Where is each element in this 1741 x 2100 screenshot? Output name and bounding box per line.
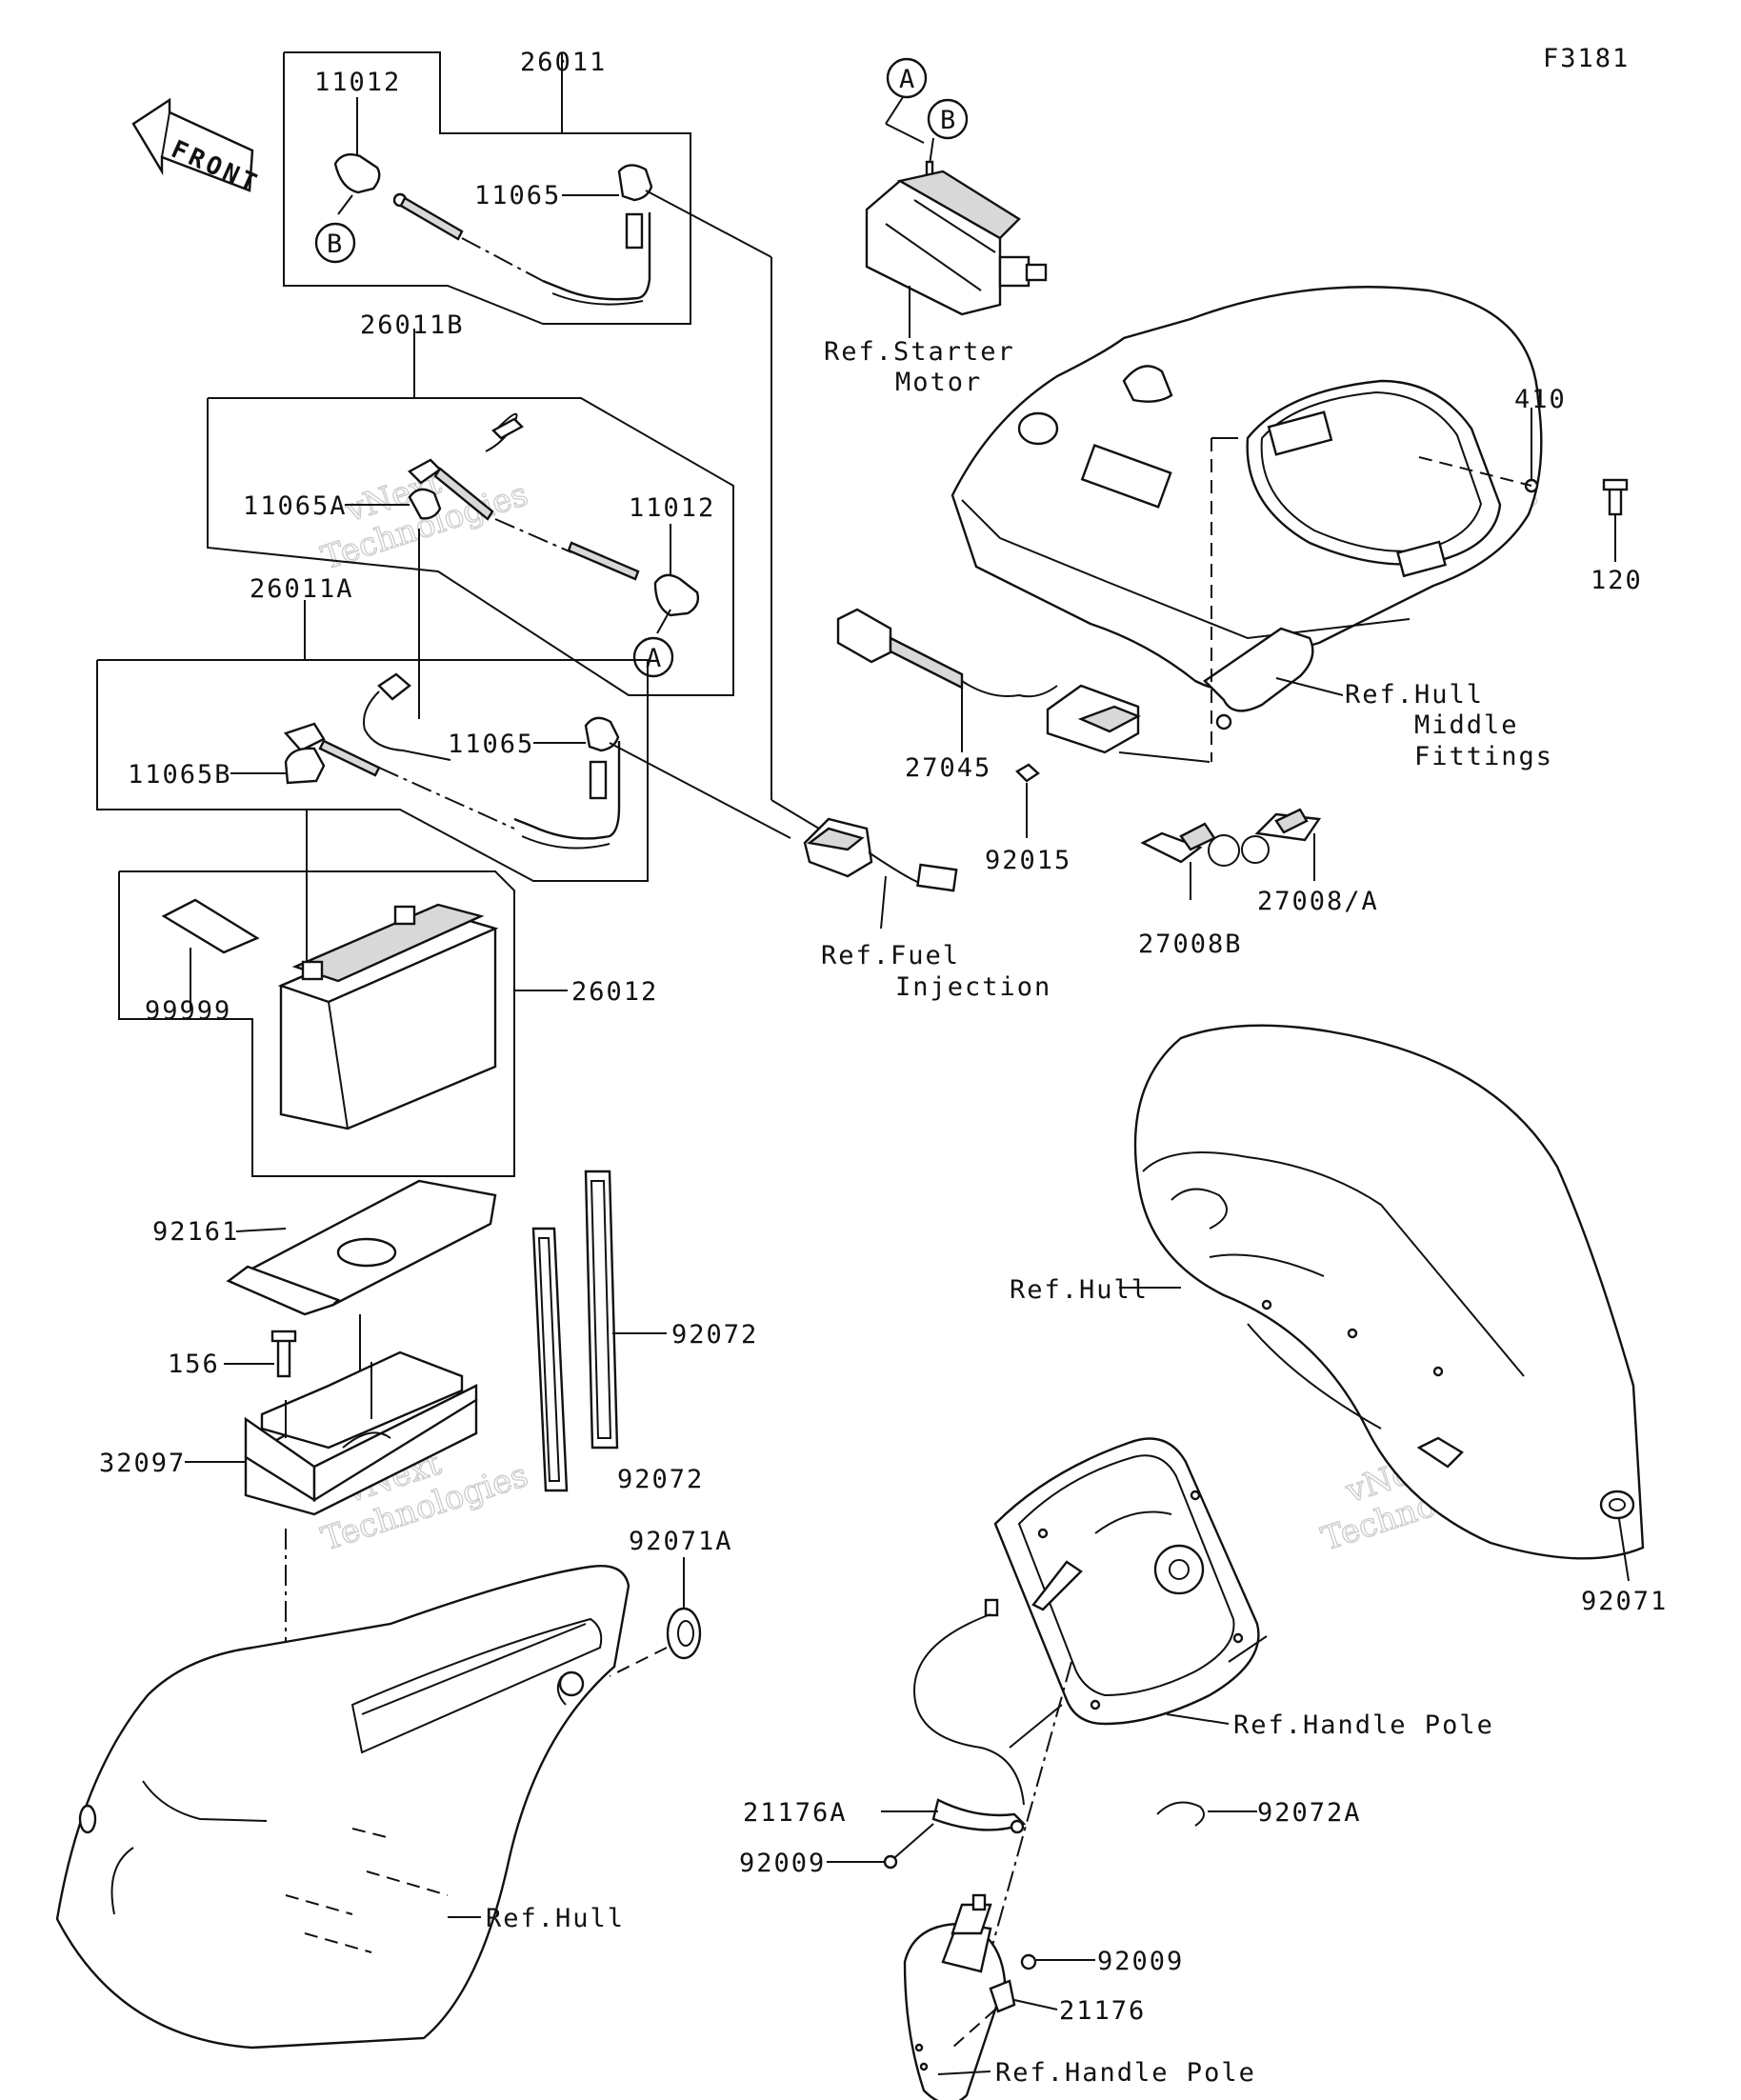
ref-label-hull-middle-3: Fittings: [1414, 742, 1553, 771]
hull-bottom-left: Ref.Hull 92071A: [55, 1527, 733, 2050]
part-label-92161: 92161: [152, 1217, 239, 1247]
part-label-11065A: 11065A: [243, 491, 348, 521]
part-label-27008A: 27008/A: [1257, 887, 1379, 916]
terminal-cap: [408, 488, 442, 520]
ref-label-hull-right: Ref.Hull: [1010, 1275, 1149, 1305]
hull-slot-marks: [285, 1828, 449, 1953]
part-label-21176A: 21176A: [743, 1798, 848, 1828]
battery-straps: 92072 92072: [531, 1170, 758, 1494]
grommet-92071: [1599, 1490, 1635, 1520]
part-label-32097: 32097: [99, 1449, 186, 1478]
clip-92072A: 92072A: [1156, 1798, 1362, 1828]
ref-label-fuel-injection-2: Injection: [895, 972, 1051, 1002]
part-label-11012-mid: 11012: [629, 493, 715, 523]
battery-plate: 92161: [152, 1179, 497, 1316]
cable-group-26011A: 26011A 11065 11065B: [96, 574, 791, 967]
ref-label-hull-bottom: Ref.Hull: [486, 1904, 625, 1933]
handle-pole-plate: Ref.Handle Pole: [993, 1437, 1494, 1740]
ref-label-B: B: [327, 230, 344, 259]
cable-group-26011B: 26011B 11065A 11012 A: [207, 310, 734, 719]
ref-label-handle-pole-a: Ref.Handle Pole: [1233, 1710, 1494, 1740]
part-label-26011: 26011: [520, 48, 607, 77]
part-label-27045: 27045: [905, 753, 991, 783]
part-label-99999: 99999: [145, 996, 231, 1026]
terminal-cap: [284, 747, 326, 785]
sensor-cable-21176A: 21176A 92009: [739, 1598, 1063, 1878]
ref-label-hull-middle-1: Ref.Hull: [1345, 680, 1484, 710]
part-label-11065-top: 11065: [474, 181, 561, 210]
battery-group: 26012 99999: [118, 870, 658, 1177]
ref-label-B: B: [940, 106, 957, 135]
ref-label-hull-middle-2: Middle: [1414, 710, 1519, 740]
part-label-26011A: 26011A: [250, 574, 354, 604]
part-label-11065-mid: 11065: [448, 730, 534, 759]
ref-label-fuel-injection-1: Ref.Fuel: [821, 941, 960, 970]
part-label-120: 120: [1591, 566, 1643, 595]
part-label-92071A: 92071A: [629, 1527, 733, 1556]
ref-label-starter-motor-1: Ref.Starter: [824, 337, 1015, 367]
part-label-26011B: 26011B: [360, 310, 465, 340]
part-label-92072-a: 92072: [671, 1320, 758, 1350]
terminal-cap: [333, 153, 381, 194]
part-label-92072-b: 92072: [617, 1465, 704, 1494]
part-label-92015: 92015: [985, 846, 1071, 875]
starter-motor: A B Ref.Starter Motor: [824, 57, 1048, 397]
hull-right: Ref.Hull 92071: [1010, 1024, 1668, 1616]
part-label-92009-b: 92009: [1097, 1947, 1184, 1976]
hull-middle-fittings: Ref.Hull Middle Fittings 410 120: [951, 286, 1643, 771]
front-arrow: FRONT: [131, 97, 264, 199]
part-label-92072A: 92072A: [1257, 1798, 1362, 1828]
part-label-410: 410: [1514, 385, 1567, 414]
part-label-92009-a: 92009: [739, 1849, 826, 1878]
bolt-156: [276, 1336, 291, 1378]
battery-tray: 32097 156: [99, 1314, 478, 1516]
grommet-92071A: [666, 1607, 702, 1660]
ref-label-A: A: [899, 65, 916, 94]
handle-pole-lower: Ref.Handle Pole 92009 21176: [903, 1661, 1256, 2100]
cable-group-26011: 26011 11012 B 11065: [283, 48, 820, 830]
ecu-27045: 27045 92015: [836, 608, 1211, 875]
ref-label-A: A: [646, 644, 663, 673]
part-label-92071: 92071: [1581, 1587, 1668, 1616]
part-label-27008B: 27008B: [1138, 930, 1243, 959]
terminal-cap: [617, 164, 653, 202]
grease-packet: [161, 898, 260, 954]
key-fobs: 27008B 27008/A: [1138, 808, 1379, 959]
terminal-cap: [653, 573, 700, 617]
part-label-11065B: 11065B: [128, 760, 232, 790]
ref-label-starter-motor-2: Motor: [895, 368, 982, 397]
ref-label-handle-pole-b: Ref.Handle Pole: [995, 2058, 1256, 2088]
figure-code: F3181: [1543, 44, 1630, 73]
part-label-11012: 11012: [314, 68, 401, 97]
part-label-21176: 21176: [1059, 1996, 1146, 2026]
part-label-156: 156: [168, 1350, 220, 1379]
fuel-injection-ref: Ref.Fuel Injection: [803, 817, 1051, 1002]
part-label-26012: 26012: [571, 977, 658, 1007]
